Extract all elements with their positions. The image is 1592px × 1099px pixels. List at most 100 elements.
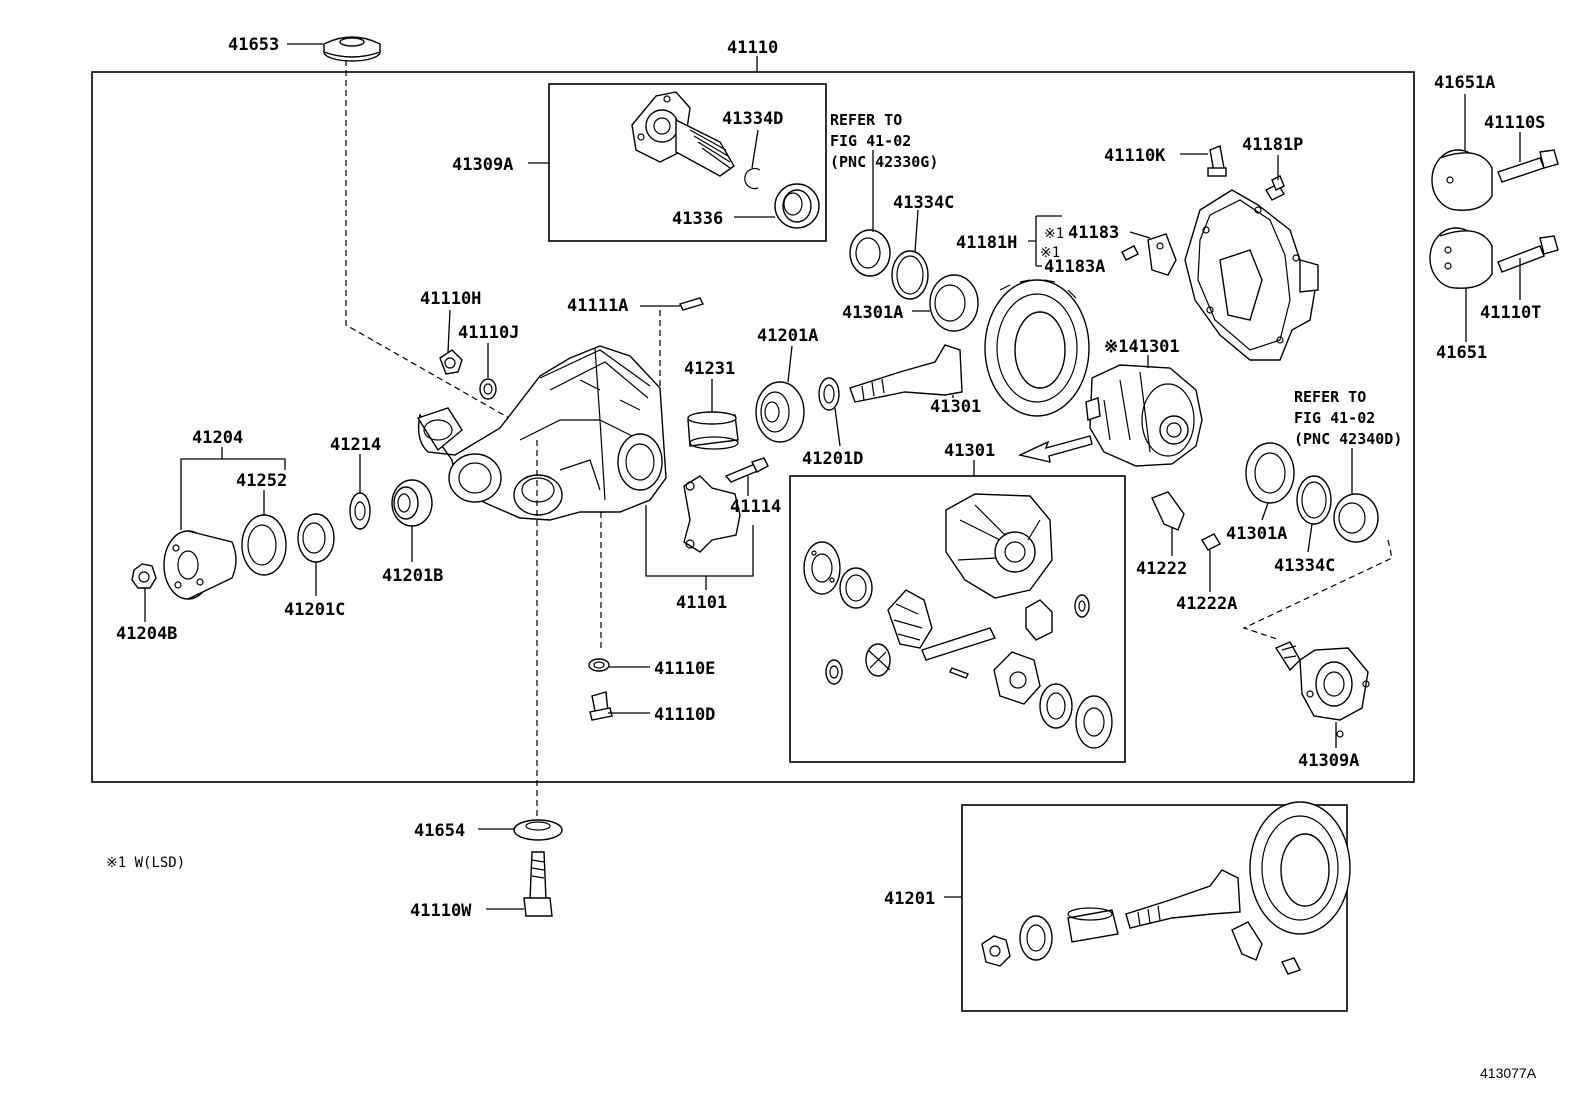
part-41110J-gasket	[479, 378, 497, 400]
part-41111A-pin	[679, 297, 704, 311]
part-41336-oil-seal	[774, 183, 820, 229]
label-41309A-top: 41309A	[452, 155, 513, 175]
part-41231-collapsible-spacer	[687, 411, 739, 450]
part-41183-plate	[1147, 233, 1177, 276]
label-41201: 41201	[884, 889, 935, 909]
label-41181H: 41181H	[956, 233, 1017, 253]
part-41110W-bolt	[523, 851, 553, 917]
label-41231: 41231	[684, 359, 735, 379]
label-41110W: 41110W	[410, 901, 472, 921]
part-41301A-top-bearing	[929, 274, 979, 332]
part-41110E-gasket	[588, 658, 610, 672]
label-41334D: 41334D	[722, 109, 783, 129]
part-41110T-bolt	[1497, 235, 1559, 273]
label-41336: 41336	[672, 209, 723, 229]
label-41110D: 41110D	[654, 705, 715, 725]
part-41110D-drain-plug	[589, 691, 613, 721]
label-41301-lsd: ※141301	[1104, 337, 1180, 357]
label-41651A: 41651A	[1434, 73, 1495, 93]
part-41252-seal	[241, 514, 287, 576]
part-41301-pinion-and-ring-gear	[849, 279, 1090, 417]
part-41110K-breather	[1207, 145, 1227, 177]
label-41183: 41183	[1068, 223, 1119, 243]
label-41110H: 41110H	[420, 289, 481, 309]
label-41101: 41101	[676, 593, 727, 613]
label-41204: 41204	[192, 428, 243, 448]
label-41201C: 41201C	[284, 600, 345, 620]
part-41651-cushion	[1429, 227, 1493, 289]
label-41309A-bottom: 41309A	[1298, 751, 1359, 771]
label-41110T: 41110T	[1480, 303, 1541, 323]
part-41654-cushion	[513, 819, 563, 841]
label-41334C-top: 41334C	[893, 193, 954, 213]
part-differential-case-internals	[803, 493, 1113, 749]
part-41301A-right-bearing	[1245, 442, 1295, 504]
part-41222-lock-plate	[1151, 491, 1185, 531]
label-41181P: 41181P	[1242, 135, 1303, 155]
mark-note-1a: ※1	[1044, 226, 1064, 242]
part-41201-ring-gear-kit	[981, 801, 1351, 975]
refer-note-1-line3: (PNC 42330G)	[830, 153, 938, 171]
label-41222A: 41222A	[1176, 594, 1237, 614]
footnote-lsd: ※1 W(LSD)	[106, 855, 185, 871]
arrow-icon	[1017, 435, 1093, 463]
part-41201B-bearing	[391, 479, 433, 527]
label-41201D: 41201D	[802, 449, 863, 469]
label-41183A: 41183A	[1044, 257, 1105, 277]
label-41201A: 41201A	[757, 326, 818, 346]
label-41201B: 41201B	[382, 566, 443, 586]
refer-note-1-line1: REFER TO	[830, 111, 902, 129]
label-41252: 41252	[236, 471, 287, 491]
part-41334C-top-shim	[849, 229, 891, 277]
part-41334C-right-shim	[1296, 475, 1332, 525]
label-41110K: 41110K	[1104, 146, 1166, 166]
part-differential-cover	[1184, 189, 1319, 361]
label-41301A-top: 41301A	[842, 303, 903, 323]
part-41651A-cushion	[1431, 149, 1493, 211]
label-41654: 41654	[414, 821, 465, 841]
label-41110E: 41110E	[654, 659, 715, 679]
label-41222: 41222	[1136, 559, 1187, 579]
part-41309A-right-flange	[1274, 641, 1370, 738]
part-41309A-pinion-flange	[631, 91, 735, 177]
label-41204B: 41204B	[116, 624, 177, 644]
figure-id: 413077A	[1480, 1065, 1537, 1081]
label-41111A: 41111A	[567, 296, 628, 316]
main-assembly-frame	[91, 71, 1415, 783]
refer-note-2-line1: REFER TO	[1294, 388, 1366, 406]
label-41214: 41214	[330, 435, 381, 455]
refer-note-1-line2: FIG 41-02	[830, 132, 911, 150]
part-41204-companion-flange	[163, 530, 237, 600]
part-41183A-bolt	[1121, 245, 1139, 261]
part-41201A-bearing	[755, 381, 805, 443]
part-41201D-shim	[818, 377, 840, 411]
part-41334D-clip	[744, 167, 761, 190]
part-41110H-plug	[439, 349, 463, 375]
label-41110S: 41110S	[1484, 113, 1545, 133]
label-41301-box: 41301	[944, 441, 995, 461]
mark-note-1b: ※1	[1040, 245, 1060, 261]
ring-gear-kit-frame	[961, 804, 1348, 1012]
part-41204B-nut	[131, 563, 157, 589]
refer-note-2-line3: (PNC 42340D)	[1294, 430, 1402, 448]
refer-note-2-line2: FIG 41-02	[1294, 409, 1375, 427]
part-41114-bolt	[724, 457, 769, 483]
differential-parts-subframe	[789, 475, 1126, 763]
part-lsd-differential-case	[1085, 364, 1203, 467]
label-41653: 41653	[228, 35, 279, 55]
label-41110: 41110	[727, 38, 778, 58]
label-41334C-right: 41334C	[1274, 556, 1335, 576]
label-41301-pinion: 41301	[930, 397, 981, 417]
part-41214-spacer	[349, 492, 371, 530]
part-41201C-bearing	[297, 513, 335, 563]
part-side-oil-seal	[1333, 493, 1379, 543]
part-41101-bearing-cap	[683, 475, 741, 553]
part-41181P-bolt	[1265, 175, 1285, 201]
part-41110S-bolt	[1497, 149, 1559, 183]
part-41222A-bolt	[1201, 533, 1221, 551]
part-41653-cap	[323, 36, 381, 62]
label-41301A-right: 41301A	[1226, 524, 1287, 544]
label-41651: 41651	[1436, 343, 1487, 363]
label-41114: 41114	[730, 497, 781, 517]
